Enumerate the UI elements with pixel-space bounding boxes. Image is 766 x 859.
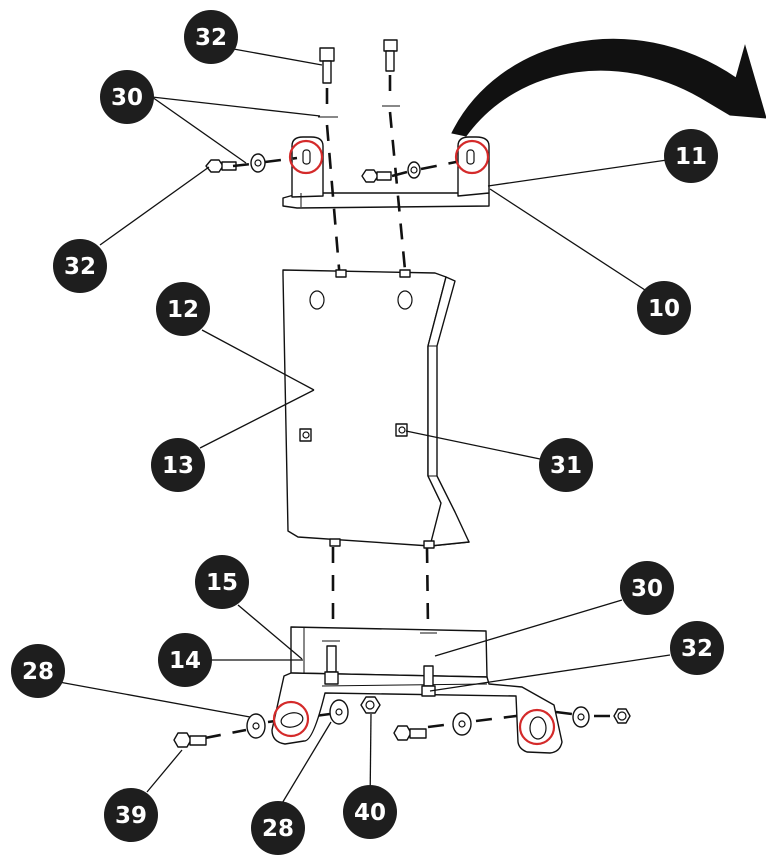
bottom-bolt-right [420,632,437,697]
svg-text:32: 32 [195,25,227,51]
svg-text:30: 30 [111,85,143,111]
svg-text:31: 31 [550,453,582,479]
callout-15: 15 [195,555,249,609]
side-bolt-right [361,161,421,183]
callout-30: 30 [620,561,674,615]
callout-12: 12 [156,282,210,336]
svg-text:14: 14 [169,648,201,674]
svg-text:13: 13 [162,453,194,479]
svg-text:32: 32 [64,254,96,280]
callout-11: 11 [664,129,718,183]
highlight-circle [272,700,310,738]
callout-10: 10 [637,281,691,335]
svg-text:40: 40 [354,800,386,826]
leader-lines [58,47,671,811]
bottom-hardware-right [393,706,631,741]
callout-30: 30 [100,70,154,124]
callout-14: 14 [158,633,212,687]
svg-text:10: 10 [648,296,680,322]
callout-31: 31 [539,438,593,492]
top-bolt-left [319,47,335,84]
callout-40: 40 [343,785,397,839]
svg-text:11: 11 [675,144,707,170]
highlight-circle [288,139,324,175]
callout-28: 28 [251,801,305,855]
svg-text:28: 28 [262,816,294,842]
callout-39: 39 [104,788,158,842]
bottom-hardware-left [173,696,381,748]
highlight-circle [518,708,556,746]
top-bolt-right [383,39,398,72]
assembly-lines [204,75,614,740]
svg-text:32: 32 [681,636,713,662]
svg-text:30: 30 [631,576,663,602]
svg-text:15: 15 [206,570,238,596]
rotation-arrow [451,38,766,137]
side-bolt-left [205,153,266,173]
callout-28: 28 [11,644,65,698]
callout-13: 13 [151,438,205,492]
svg-text:39: 39 [115,803,147,829]
callout-32: 32 [184,10,238,64]
middle-plate [282,269,470,549]
svg-text:12: 12 [167,297,199,323]
bottom-bracket [271,626,563,754]
top-bracket [282,136,490,209]
highlight-circle [454,139,490,175]
callout-32: 32 [670,621,724,675]
bottom-bolt-left [322,640,340,685]
callout-32: 32 [53,239,107,293]
svg-text:28: 28 [22,659,54,685]
